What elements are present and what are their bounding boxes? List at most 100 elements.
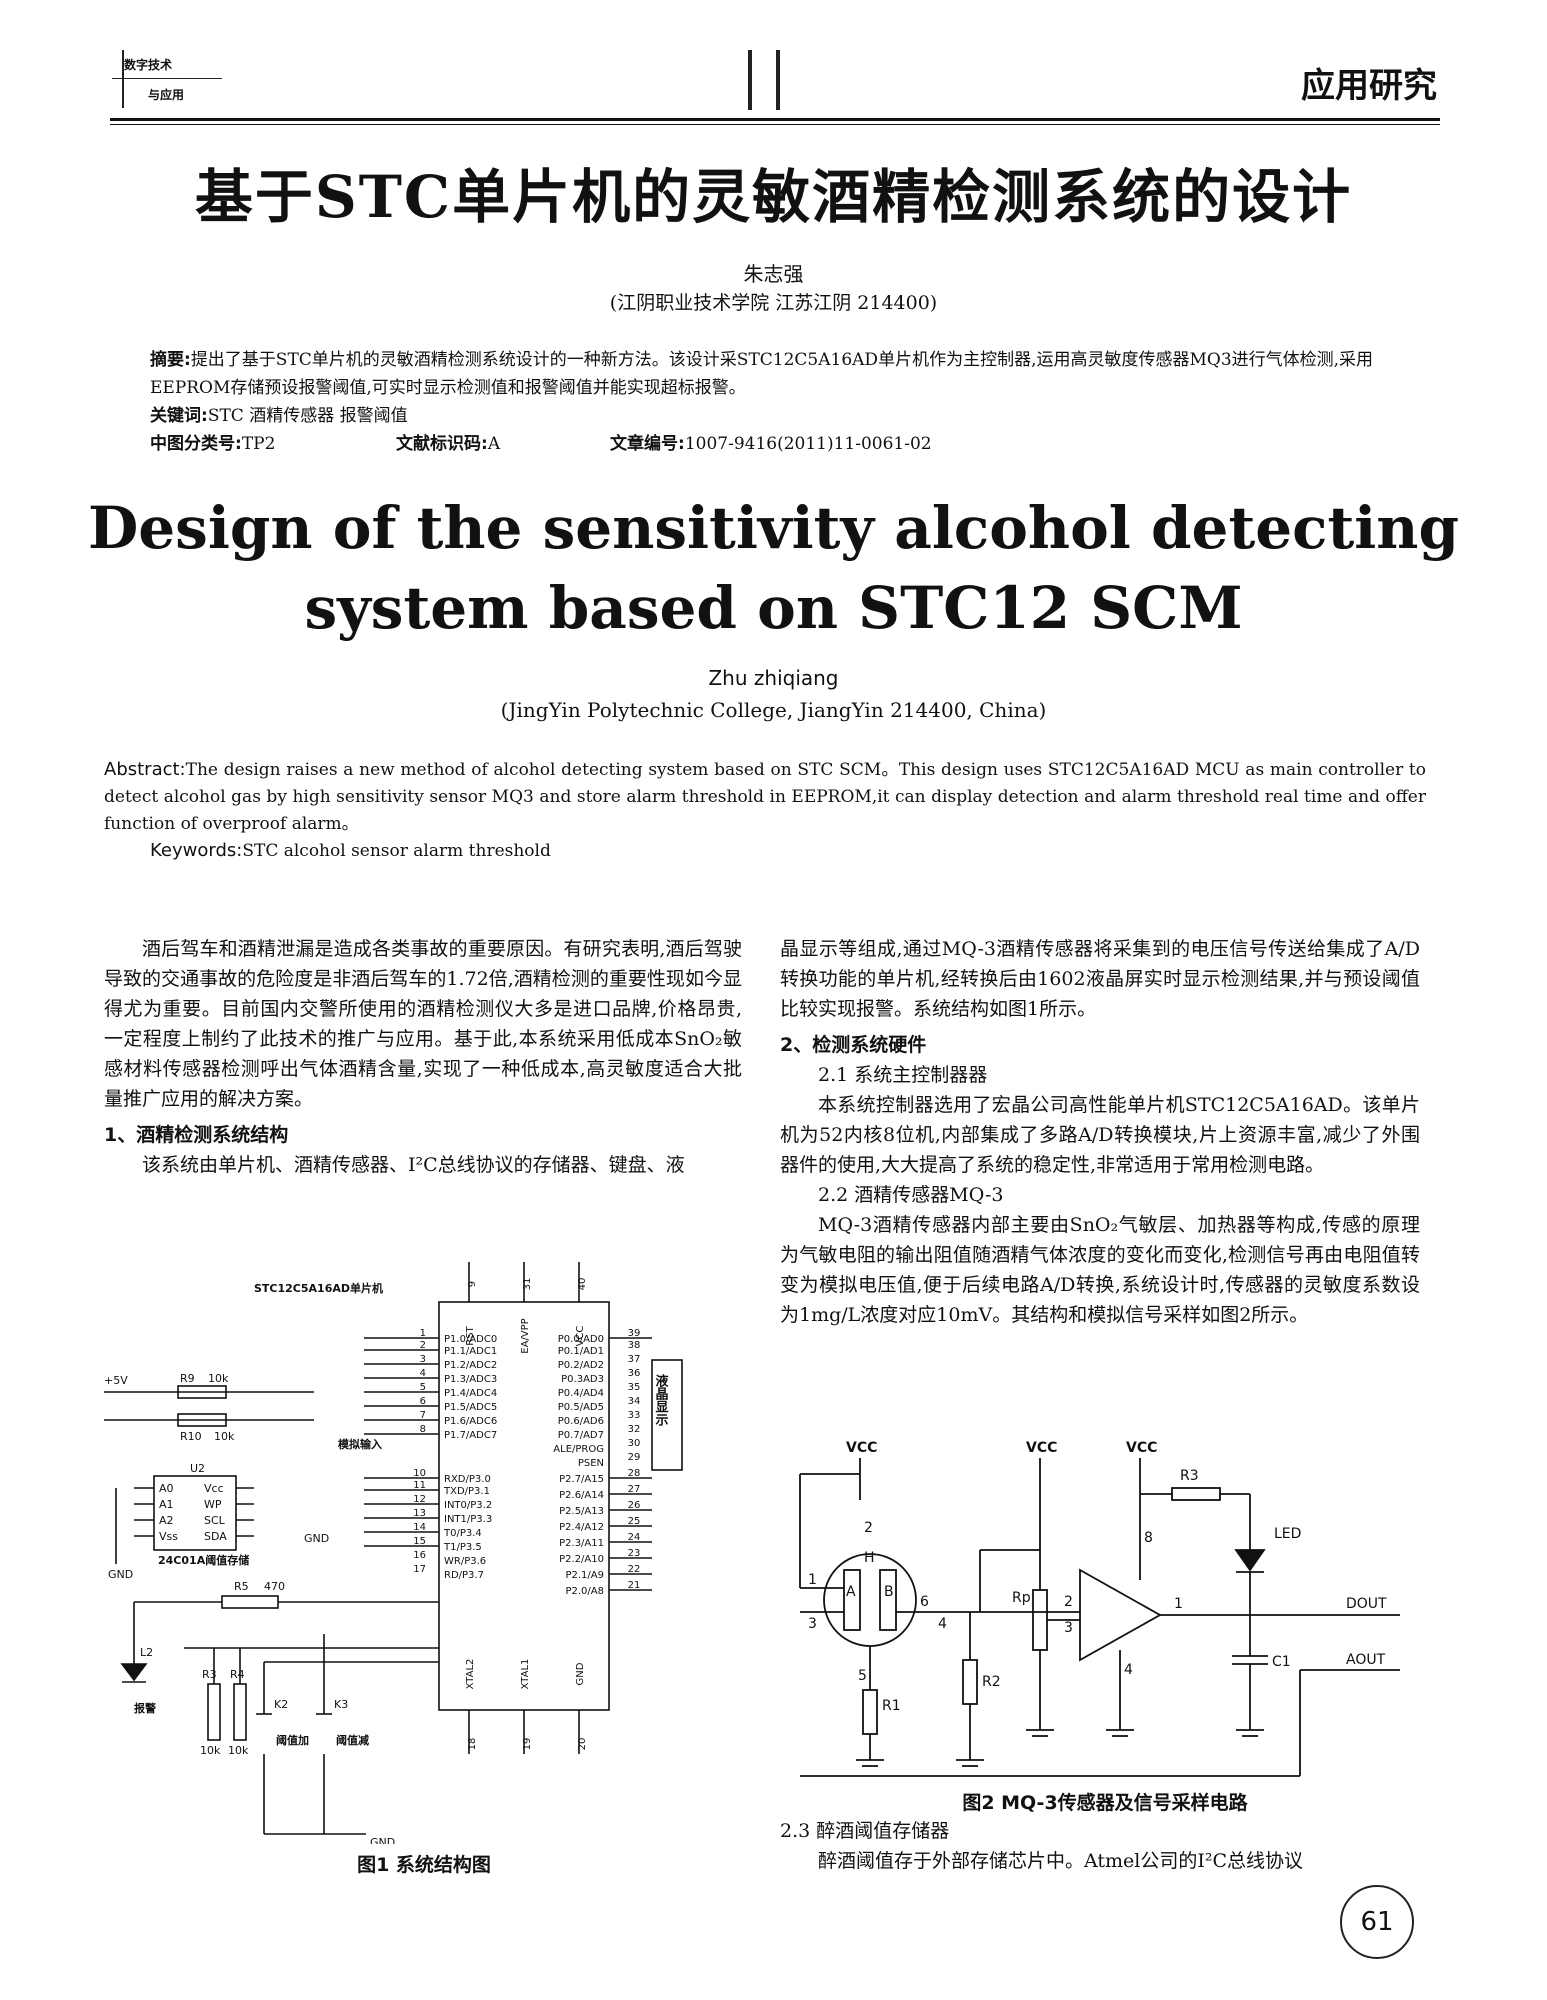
title-cn: 基于STC单片机的灵敏酒精检测系统的设计 <box>194 163 1353 231</box>
mcu-pin-number: 8 <box>420 1424 426 1435</box>
header-ornament <box>746 50 786 110</box>
mq3-sensor-body <box>823 1553 917 1647</box>
r3-label: R3 <box>1180 1468 1199 1484</box>
u2-pin-vss: Vss <box>159 1530 178 1543</box>
mcu-pin-name: P1.4/ADC4 <box>444 1388 497 1399</box>
mcu-pin-name: P0.4/AD4 <box>558 1388 604 1399</box>
mcu-pin-name: INT0/P3.2 <box>444 1500 492 1511</box>
mcu-pin-number: 9 <box>467 1281 478 1287</box>
k2-function: 阈值加 <box>276 1733 309 1747</box>
mcu-pin-number: 4 <box>420 1368 426 1379</box>
structure-paragraph: 该系统由单片机、酒精传感器、I²C总线协议的存储器、键盘、液 <box>142 1154 685 1176</box>
doc-code-label: 文献标识码: <box>396 434 488 454</box>
r4-label: R4 <box>230 1668 245 1681</box>
body-right-column: 晶显示等组成,通过MQ-3酒精传感器将采集到的电压信号传送给集成了A/D转换功能… <box>780 934 1420 1330</box>
analog-input-label: 模拟输入 <box>338 1437 382 1451</box>
vcc-label-1: VCC <box>846 1440 877 1456</box>
sensor-h-label: H <box>864 1550 875 1566</box>
mcu-pin-name: TXD/P3.1 <box>443 1486 490 1497</box>
resistor-r2 <box>962 1659 978 1705</box>
subheading-2-2: 2.2 酒精传感器MQ-3 <box>818 1184 1004 1206</box>
mcu-pin-number: 10 <box>413 1468 426 1479</box>
mcu-pin-name: RD/P3.7 <box>444 1570 484 1581</box>
keywords-en-label: Keywords: <box>150 840 243 861</box>
vcc-label-3: VCC <box>1126 1440 1157 1456</box>
structure-paragraph-cont: 晶显示等组成,通过MQ-3酒精传感器将采集到的电压信号传送给集成了A/D转换功能… <box>780 938 1420 1020</box>
eeprom-u2 <box>153 1475 237 1551</box>
aout-label: AOUT <box>1346 1652 1386 1668</box>
pin-6: 6 <box>920 1594 929 1610</box>
mcu-pin-number: 3 <box>420 1354 426 1365</box>
u2-caption: 24C01A阈值存储 <box>158 1553 249 1567</box>
section-label: 应用研究 <box>1301 66 1437 106</box>
mcu-pin-number: 39 <box>628 1328 641 1339</box>
heading-2: 2、检测系统硬件 <box>780 1034 927 1056</box>
mcu-pin-number: 11 <box>413 1480 426 1491</box>
subheading-2-3: 2.3 醉酒阈值存储器 <box>780 1820 950 1842</box>
sensor-a-label: A <box>846 1584 856 1600</box>
resistor-r9 <box>177 1385 227 1399</box>
mcu-pin-name: WR/P3.6 <box>444 1556 486 1567</box>
abstract-en-label: Abstract: <box>104 759 186 780</box>
u2-label: U2 <box>190 1462 205 1475</box>
affiliation-cn: (江阴职业技术学院 江苏江阴 214400) <box>609 292 938 314</box>
mcu-pin-name: P0.6/AD6 <box>558 1416 604 1427</box>
mcu-pin-name: P2.6/A14 <box>559 1490 604 1501</box>
mcu-pin-name: T0/P3.4 <box>443 1528 482 1539</box>
abstract-en: Abstract:The design raises a new method … <box>104 756 1426 838</box>
mcu-pin-number: 21 <box>628 1580 641 1591</box>
vcc-label: +5V <box>104 1374 128 1387</box>
mcu-pin-number: 2 <box>420 1340 426 1351</box>
k3-function: 阈值减 <box>336 1733 369 1747</box>
u2-pin-sda: SDA <box>204 1530 227 1543</box>
u2-pin-a2: A2 <box>159 1514 174 1527</box>
r10-label: R10 <box>180 1430 202 1443</box>
mcu-pin-name: P1.5/ADC5 <box>444 1402 497 1413</box>
mcu-pin-name: T1/P3.5 <box>443 1542 482 1553</box>
author-en: Zhu zhiqiang <box>708 666 839 690</box>
r9-label: R9 <box>180 1372 195 1385</box>
mcu-pin-number: 20 <box>577 1738 588 1751</box>
mcu-pin-number: 19 <box>522 1738 533 1751</box>
u2-pin-scl: SCL <box>204 1514 226 1527</box>
mcu-pin-number: 17 <box>413 1564 426 1575</box>
mcu-pin-name: EA/VPP <box>520 1318 531 1353</box>
opamp-pin-8: 8 <box>1144 1530 1153 1546</box>
doc-code-value: A <box>487 434 501 454</box>
mcu-pin-number: 33 <box>628 1410 641 1421</box>
intro-paragraph: 酒后驾车和酒精泄漏是造成各类事故的重要原因。有研究表明,酒后驾驶导致的交通事故的… <box>104 938 742 1110</box>
clc-label: 中图分类号: <box>150 434 242 454</box>
resistor-r1 <box>862 1689 878 1735</box>
mcu-pin-name: P1.6/ADC6 <box>444 1416 497 1427</box>
pin-3: 3 <box>808 1616 817 1632</box>
lcd-label: 液晶显示 <box>653 1373 669 1427</box>
mcu-pin-name: P1.7/ADC7 <box>444 1430 497 1441</box>
mcu-label: STC12C5A16AD单片机 <box>254 1281 383 1295</box>
r3-value: 10k <box>200 1744 221 1757</box>
u2-pin-a0: A0 <box>159 1482 174 1495</box>
mcu-pin-number: 25 <box>628 1516 641 1527</box>
body-right-column-bottom: 2.3 醉酒阈值存储器 醉酒阈值存于外部存储芯片中。Atmel公司的I²C总线协… <box>780 1816 1420 1876</box>
mcu-pin-number: 15 <box>413 1536 426 1547</box>
abstract-cn-label: 摘要: <box>150 350 191 370</box>
led-label: LED <box>1274 1526 1301 1542</box>
mcu-pin-name: P2.4/A12 <box>559 1522 604 1533</box>
header-rule <box>110 118 1440 121</box>
opamp-pin-4: 4 <box>1124 1662 1133 1678</box>
r9-value: 10k <box>208 1372 229 1385</box>
mcu-pin-name: P0.5/AD5 <box>558 1402 604 1413</box>
mcu-pin-name: P1.0/ADC0 <box>444 1334 497 1345</box>
mcu-pin-number: 26 <box>628 1500 641 1511</box>
mcu-pin-number: 1 <box>420 1328 426 1339</box>
mcu-pin-name: RST <box>465 1325 476 1345</box>
pin-4: 4 <box>938 1616 947 1632</box>
mcu-pin-name: P0.7/AD7 <box>558 1430 604 1441</box>
mcu-pin-name: PSEN <box>578 1458 604 1469</box>
alarm-label: 报警 <box>134 1701 156 1715</box>
journal-logo: 数字技术 与应用 <box>112 46 222 110</box>
abstract-cn-text: 提出了基于STC单片机的灵敏酒精检测系统设计的一种新方法。该设计采STC12C5… <box>150 350 1374 398</box>
r3-label: R3 <box>202 1668 217 1681</box>
dout-label: DOUT <box>1346 1596 1387 1612</box>
mcu-pin-number: 23 <box>628 1548 641 1559</box>
mcu-pin-name: P1.2/ADC2 <box>444 1360 497 1371</box>
